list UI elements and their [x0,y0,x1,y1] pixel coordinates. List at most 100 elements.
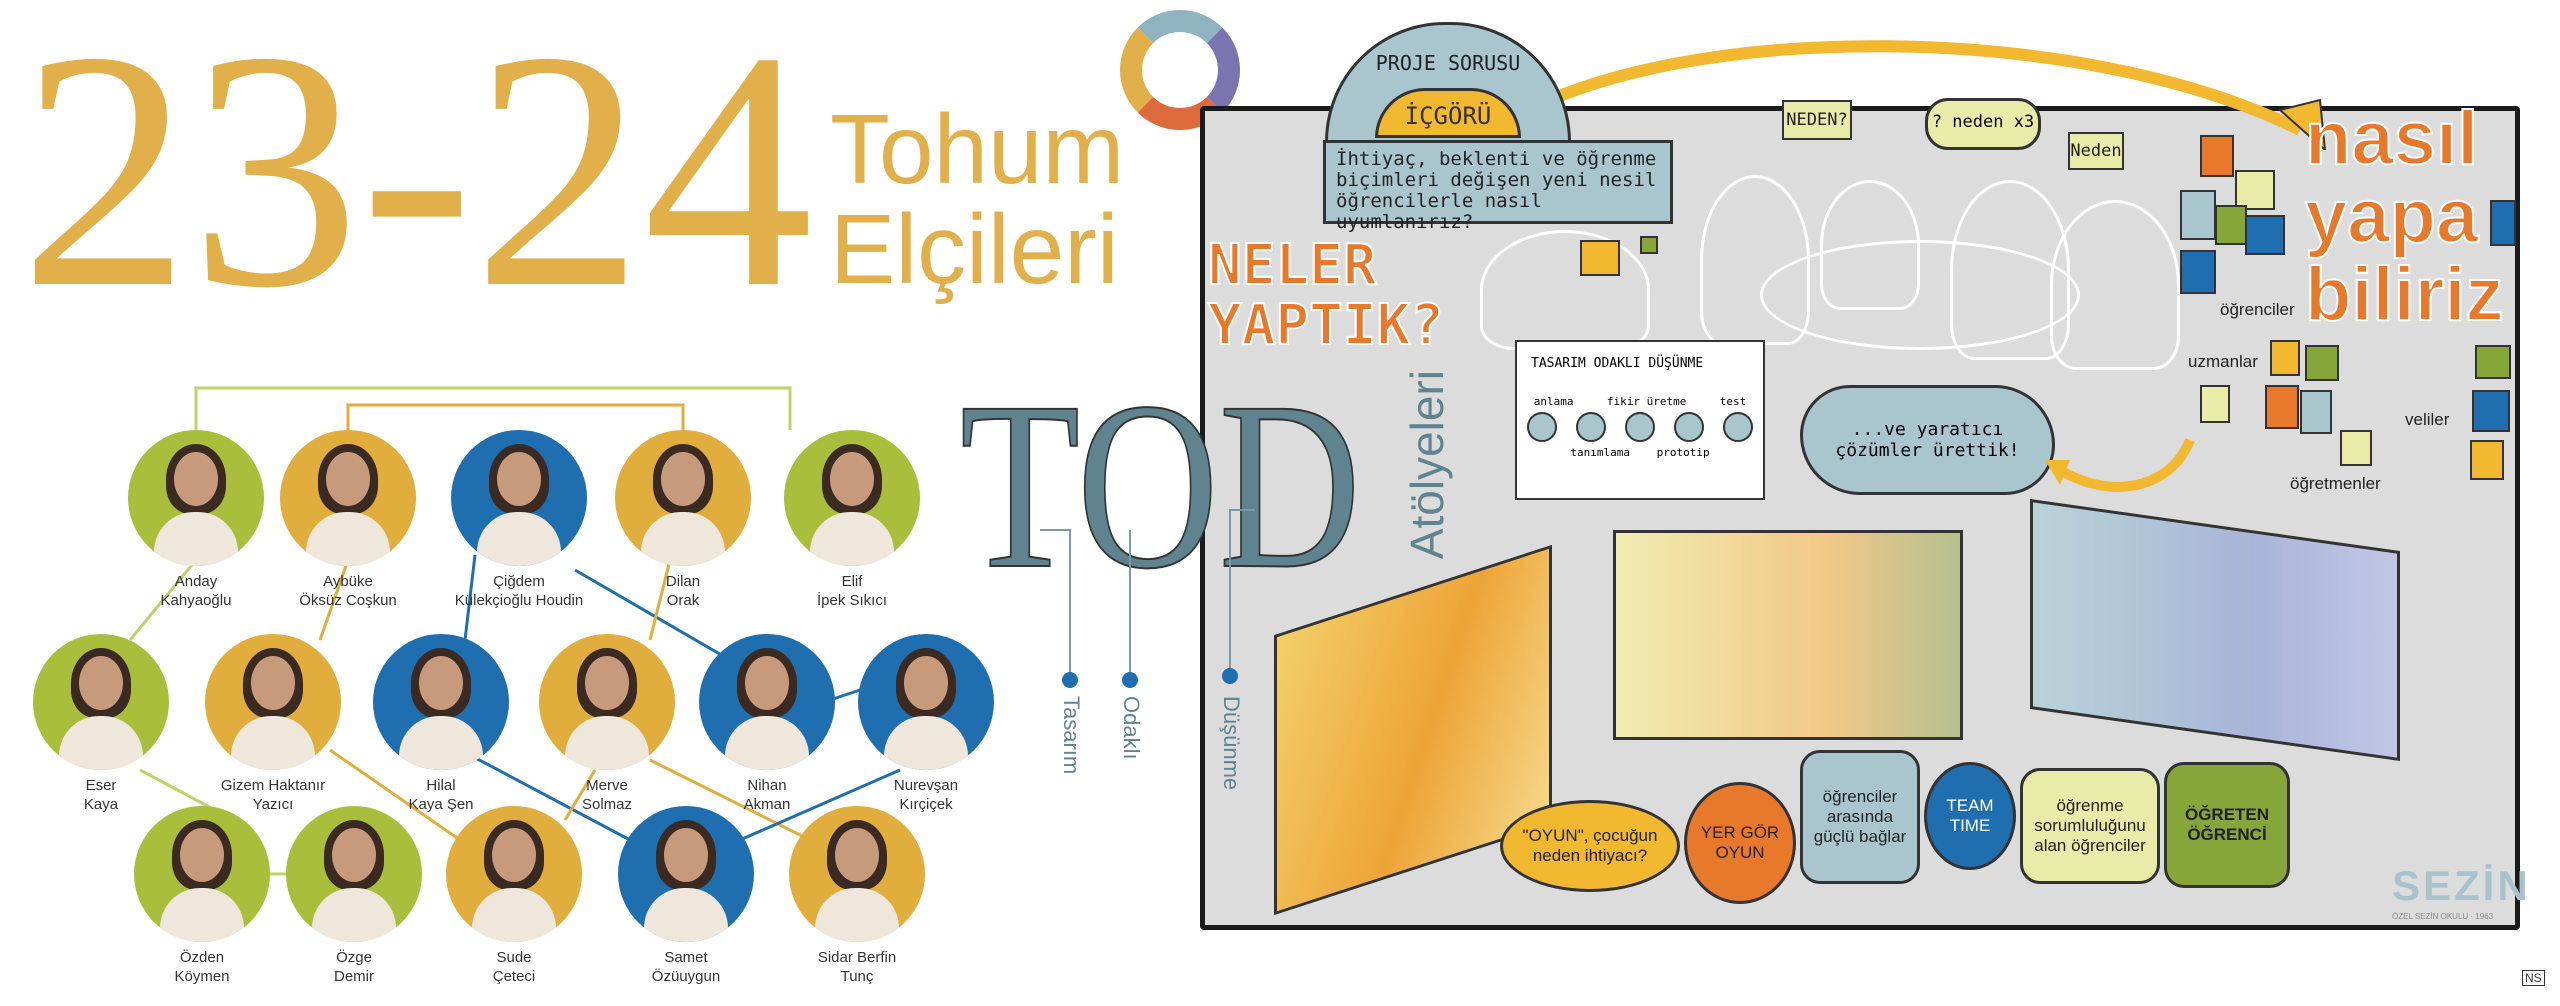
name-line-1: Anday [174,573,218,590]
sticky-note [2235,170,2275,210]
sticky-note [2270,340,2300,376]
step-ideate: fikir üretme [1606,395,1687,408]
name-line-2: Kırçiçek [899,796,953,813]
return-arrow [2045,437,2195,492]
heading-line-1: NELER [1207,233,1378,298]
bubble-responsibility: öğrenme sorumluluğunu alan öğrenciler [2020,768,2160,884]
step-circle [1723,412,1754,442]
sticky-note [2305,345,2339,381]
team-member-photo [451,430,587,566]
name-line-2: Akman [743,796,791,813]
workshops-label: Atölyeleri [1401,370,1453,560]
name-line-2: Demir [334,968,374,985]
sticky-note [2340,430,2372,466]
name-line-2: Öksüz Coşkun [299,592,397,609]
scene-panel-2 [1613,530,1963,740]
name-line-1: Merve [586,777,628,794]
name-line-2: Tunç [840,968,874,985]
name-line-1: Dilan [665,573,701,590]
team-member-photo [280,430,416,566]
name-line-1: Samet [664,949,708,966]
team-connections [128,386,901,876]
step-circle [1674,412,1705,442]
tod-connector-lines [1040,509,1255,680]
brand-logo: SEZİN [2392,862,2531,909]
how-line-1: nasıl [2304,96,2479,181]
sticky-note [2490,200,2516,246]
sticky-note [2200,135,2234,177]
team-member-photo [858,634,994,770]
name-line-2: Kahyaoğlu [160,592,232,609]
sticky-note [2470,440,2504,480]
team-member-photo [373,634,509,770]
name-line-2: Külekçioğlu Houdin [454,592,584,609]
name-line-2: Çeteci [492,968,536,985]
bubble-strong-bonds: öğrenciler arasında güçlü bağlar [1800,750,1920,884]
name-line-1: Gizem Haktanır [220,777,326,794]
name-line-2: İpek Sıkıcı [816,592,888,609]
title-line-2: Elçileri [830,193,1119,304]
team-member-photo [789,806,925,942]
sticky-note [2475,345,2511,379]
name-line-2: Yazıcı [252,796,294,813]
team-member-photo [33,634,169,770]
team-member-photo [134,806,270,942]
how-can-we-heading: nasıl yapa biliriz [2304,96,2504,337]
sticky-note [2472,390,2510,432]
title-line-1: Tohum [830,94,1125,204]
team-member-photo [286,806,422,942]
stakeholder-students: öğrenciler [2220,300,2295,319]
step-circle [1624,412,1655,442]
project-question-text: İhtiyaç, beklenti ve öğrenme biçimleri d… [1323,140,1673,233]
design-thinking-board: TASARIM ODAKLI DÜŞÜNME anlama fikir üret… [1515,340,1765,500]
arrow-curve [1506,40,2327,150]
tod-heading: TOD [959,352,1362,618]
artist-signature: NS [2522,970,2545,986]
how-line-2: yapa [2304,174,2479,259]
team-member-photo [205,634,341,770]
what-we-did-heading: NELER YAPTIK? [1207,233,1445,357]
name-line-1: Hilal [426,777,456,794]
team-member-photo [446,806,582,942]
team-member-photo [539,634,675,770]
board-title: TASARIM ODAKLI DÜŞÜNME [1531,356,1704,371]
sticky-note [1580,240,1620,276]
sticky-note [2300,390,2332,434]
name-line-2: Kaya Şen [408,796,474,813]
name-line-1: Aybüke [323,573,373,590]
facilitator-sketch [1480,230,1650,350]
team-member-photo [784,430,920,566]
bubble-play-need: "OYUN", çocuğun neden ihtiyacı? [1500,800,1680,892]
name-line-1: Sude [496,949,532,966]
name-line-2: Solmaz [581,796,633,813]
sticky-note [1640,236,1658,254]
step-define: tanımlama [1570,446,1630,459]
sticky-note [2180,250,2216,294]
label-dusunme: Düşünme [1219,696,1244,791]
label-tasarim: Tasarım [1059,696,1084,775]
name-line-2: Kaya [83,796,119,813]
why-x3-note: ? neden x3 [1925,98,2041,150]
name-line-1: Elif [841,573,863,590]
sticky-note [2215,205,2247,245]
name-line-1: Özden [179,949,225,966]
name-line-1: Özge [336,949,372,966]
step-prototype: prototip [1656,446,1710,459]
insight-label: İÇGÖRÜ [1375,88,1521,138]
how-line-3: biliriz [2304,252,2504,337]
stakeholder-experts: uzmanlar [2188,352,2258,371]
why-note-2: Neden [2068,132,2124,170]
name-line-2: Köymen [174,968,230,985]
